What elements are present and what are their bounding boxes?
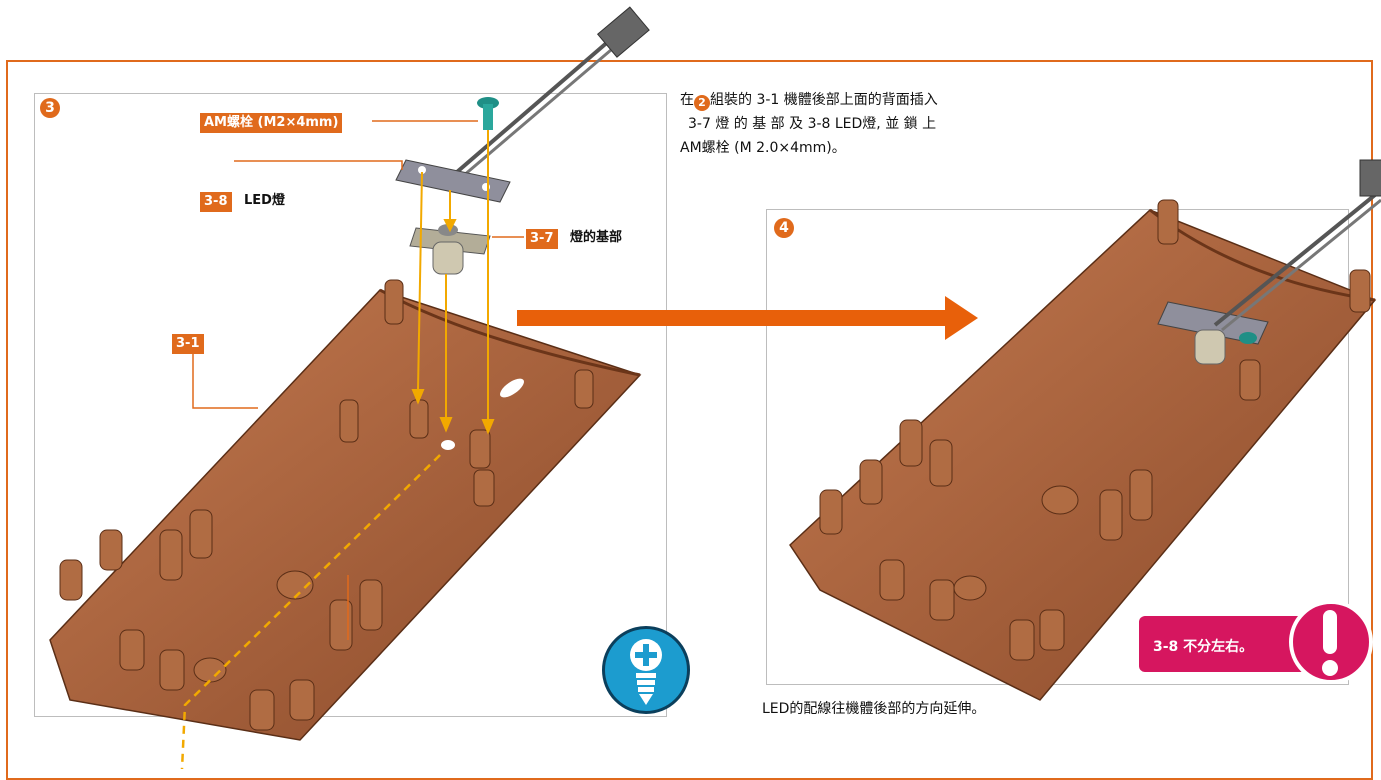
instruction-prefix: 在 [680,92,694,108]
lamp-base-label: 燈的基部 [570,230,623,245]
screw-icon [602,626,690,714]
body-tag: 3-1 [172,334,204,354]
body-part-3-1 [49,279,642,741]
body-assembled [789,159,1381,701]
label-leader-lines [192,120,524,640]
step-2-ref: 2 [694,95,710,111]
lamp-base-tag: 3-7 [526,229,558,249]
led-cable [448,6,650,184]
caption-text: LED的配線往機體後部的方向延伸。 [762,701,986,717]
warning-note-text: 3-8 不分左右。 [1153,639,1254,655]
screw-part [477,97,499,130]
led-label: LED燈 [244,193,285,208]
step-4-number: 4 [774,218,794,238]
step-3-panel [34,93,667,717]
exclamation-dot [1322,660,1338,676]
instruction-line-2: 3-7 燈 的 基 部 及 3-8 LED燈, 並 鎖 上 [688,116,937,132]
lamp-base-part [409,224,491,275]
instruction-line-1: 組裝的 3-1 機體後部上面的背面插入 [710,92,938,108]
led-tag: 3-8 [200,192,232,212]
exclamation-bar [1323,610,1337,654]
step-3-number: 3 [40,98,60,118]
assembly-guide-lines [411,130,495,435]
warning-note: 3-8 不分左右。 [1139,598,1373,690]
screw-guide-dashed [180,454,441,769]
instruction-line-3: AM螺栓 (M 2.0×4mm)。 [680,140,846,156]
right-arrow-icon [517,296,978,340]
step-4-panel [766,209,1349,685]
led-plate-part [395,159,511,203]
screw-tag: AM螺栓 (M2×4mm) [200,113,343,133]
